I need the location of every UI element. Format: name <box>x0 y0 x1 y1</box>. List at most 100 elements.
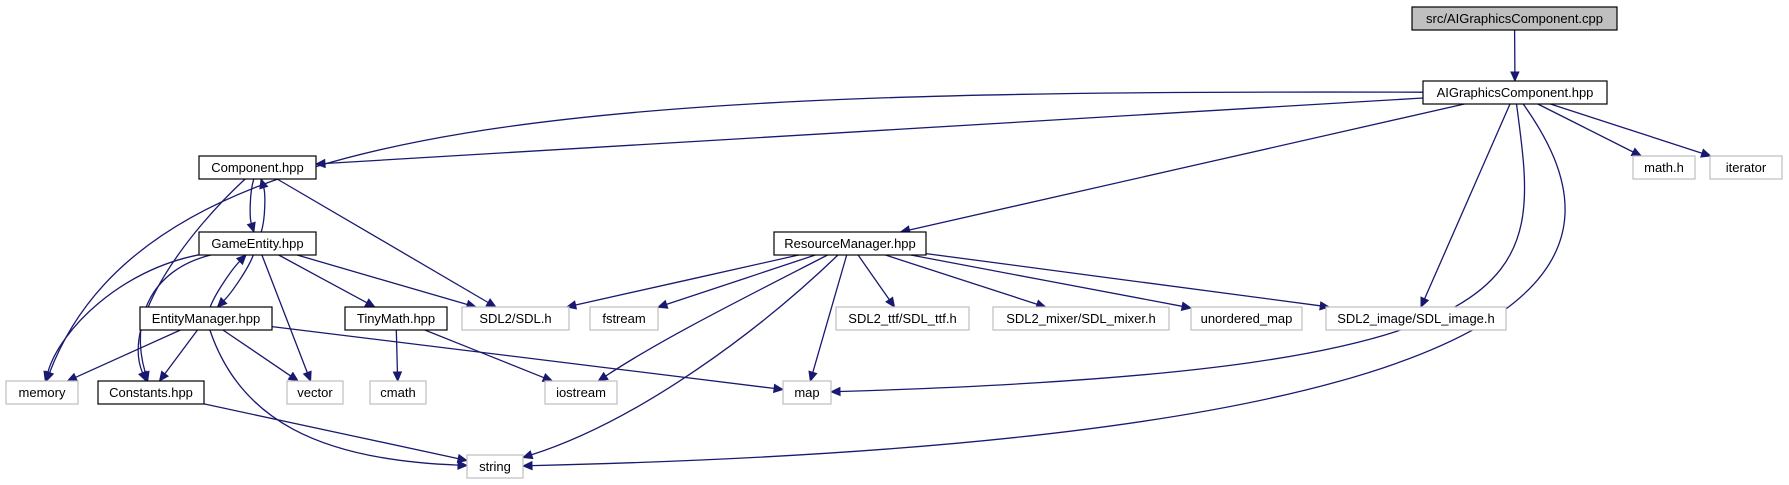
edge-component-to-sdl <box>276 178 489 304</box>
edge-resmgr-to-sdlttf <box>857 254 890 300</box>
edge-gameentity-to-sdl <box>296 254 468 306</box>
arrowhead-component-to-gameentity <box>246 221 256 234</box>
edge-entitymgr-to-constants <box>164 329 199 375</box>
edge-aigc_hpp-to-resmgr <box>909 103 1465 231</box>
node-box-map <box>782 380 832 405</box>
node-box-iterator <box>1709 155 1783 180</box>
edge-resmgr-to-iostream <box>605 254 828 377</box>
edge-gameentity-to-constants <box>139 254 211 373</box>
node-entitymgr[interactable]: EntityManager.hpp <box>139 306 273 331</box>
node-sdlttf: SDL2_ttf/SDL_ttf.h <box>835 306 970 331</box>
edge-entitymgr-to-map <box>271 325 775 390</box>
node-label-component: Component.hpp <box>211 160 304 175</box>
edge-aigc_hpp-to-string <box>531 103 1566 467</box>
edge-resmgr-to-fstream <box>666 254 816 306</box>
node-box-sdlttf <box>835 306 970 331</box>
arrowhead-resmgr-to-map <box>808 370 818 383</box>
node-map: map <box>782 380 832 405</box>
node-aigc_hpp[interactable]: AIGraphicsComponent.hpp <box>1422 80 1608 105</box>
arrowhead-aigc_hpp-to-component <box>314 158 326 169</box>
node-box-vector <box>286 380 344 405</box>
node-iterator: iterator <box>1709 155 1783 180</box>
node-tinymath[interactable]: TinyMath.hpp <box>344 306 448 331</box>
arrowhead-entitymgr-to-string <box>457 460 469 470</box>
arrowhead-entitymgr-to-gameentity <box>235 254 247 266</box>
node-constants[interactable]: Constants.hpp <box>97 380 205 405</box>
node-box-aigc_cpp <box>1411 6 1618 31</box>
arrowhead-component-to-sdl <box>485 298 497 308</box>
node-label-iostream: iostream <box>556 385 606 400</box>
edge-resmgr-to-sdlimage <box>925 252 1321 307</box>
edge-resmgr-to-string <box>531 254 839 456</box>
node-label-map: map <box>794 385 819 400</box>
edge-aigc_hpp-to-memory <box>48 91 1424 373</box>
node-sdl: SDL2/SDL.h <box>461 306 570 331</box>
edge-entitymgr-to-string <box>209 329 459 466</box>
node-label-string: string <box>479 459 511 474</box>
arrowhead-resmgr-to-iostream <box>597 371 609 382</box>
node-label-sdlimage: SDL2_image/SDL_image.h <box>1337 311 1495 326</box>
edge-gameentity-to-component <box>260 187 266 233</box>
node-label-memory: memory <box>19 385 66 400</box>
node-box-cmath <box>369 380 427 405</box>
node-string: string <box>466 454 524 479</box>
edges-layer <box>43 29 1712 471</box>
node-box-entitymgr <box>139 306 273 331</box>
edge-tinymath-to-iostream <box>424 329 545 379</box>
arrowhead-entitymgr-to-vector <box>287 371 300 382</box>
node-label-constants: Constants.hpp <box>109 385 193 400</box>
edge-entitymgr-to-gameentity <box>209 260 241 308</box>
node-aigc_cpp[interactable]: src/AIGraphicsComponent.cpp <box>1411 6 1618 31</box>
arrowhead-aigc_hpp-to-mathh <box>1630 147 1643 157</box>
arrowhead-gameentity-to-memory <box>43 370 53 383</box>
node-label-sdl: SDL2/SDL.h <box>479 311 551 326</box>
node-box-iostream <box>544 380 618 405</box>
node-label-aigc_hpp: AIGraphicsComponent.hpp <box>1437 85 1594 100</box>
node-box-fstream <box>589 306 659 331</box>
node-label-entitymgr: EntityManager.hpp <box>152 311 260 326</box>
nodes-layer: src/AIGraphicsComponent.cppAIGraphicsCom… <box>5 6 1783 479</box>
edge-resmgr-to-map <box>812 254 848 373</box>
arrowhead-constants-to-string <box>456 453 469 464</box>
node-sdlimage: SDL2_image/SDL_image.h <box>1325 306 1507 331</box>
node-component[interactable]: Component.hpp <box>198 155 317 180</box>
edge-resmgr-to-unordered <box>910 254 1183 307</box>
node-fstream: fstream <box>589 306 659 331</box>
node-box-sdlmixer <box>992 306 1170 331</box>
node-label-sdlmixer: SDL2_mixer/SDL_mixer.h <box>1006 311 1156 326</box>
arrowhead-tinymath-to-cmath <box>392 371 403 383</box>
edge-aigc_hpp-to-map <box>839 103 1526 393</box>
node-box-mathh <box>1632 155 1696 180</box>
edge-aigc_hpp-to-sdlimage <box>1424 103 1511 300</box>
node-resmgr[interactable]: ResourceManager.hpp <box>773 231 927 256</box>
node-iostream: iostream <box>544 380 618 405</box>
edge-aigc_hpp-to-component <box>324 97 1424 165</box>
edge-resmgr-to-sdl <box>575 254 799 306</box>
arrowhead-resmgr-to-sdlimage <box>1319 301 1331 311</box>
edge-aigc_hpp-to-iterator <box>1550 103 1703 154</box>
node-memory: memory <box>5 380 79 405</box>
node-label-tinymath: TinyMath.hpp <box>357 311 435 326</box>
node-label-sdlttf: SDL2_ttf/SDL_ttf.h <box>848 311 956 326</box>
edge-component-to-gameentity <box>249 178 255 224</box>
arrowhead-entitymgr-to-constants <box>158 370 170 382</box>
arrowhead-resmgr-to-unordered <box>1180 301 1193 311</box>
node-label-gameentity: GameEntity.hpp <box>211 236 303 251</box>
node-label-mathh: math.h <box>1644 160 1684 175</box>
edge-gameentity-to-memory <box>47 254 200 373</box>
arrowhead-resmgr-to-sdlttf <box>885 296 896 309</box>
node-box-gameentity <box>198 231 317 256</box>
edge-constants-to-string <box>203 403 459 460</box>
edge-entitymgr-to-memory <box>75 329 181 378</box>
arrowhead-aigc_hpp-to-string <box>521 460 533 471</box>
node-vector: vector <box>286 380 344 405</box>
edge-resmgr-to-sdlmixer <box>885 254 1038 305</box>
node-unordered: unordered_map <box>1190 306 1303 331</box>
node-gameentity[interactable]: GameEntity.hpp <box>198 231 317 256</box>
node-box-constants <box>97 380 205 405</box>
edge-aigc_hpp-to-mathh <box>1537 103 1634 153</box>
node-sdlmixer: SDL2_mixer/SDL_mixer.h <box>992 306 1170 331</box>
node-box-tinymath <box>344 306 448 331</box>
arrowhead-gameentity-to-constants <box>140 370 150 383</box>
